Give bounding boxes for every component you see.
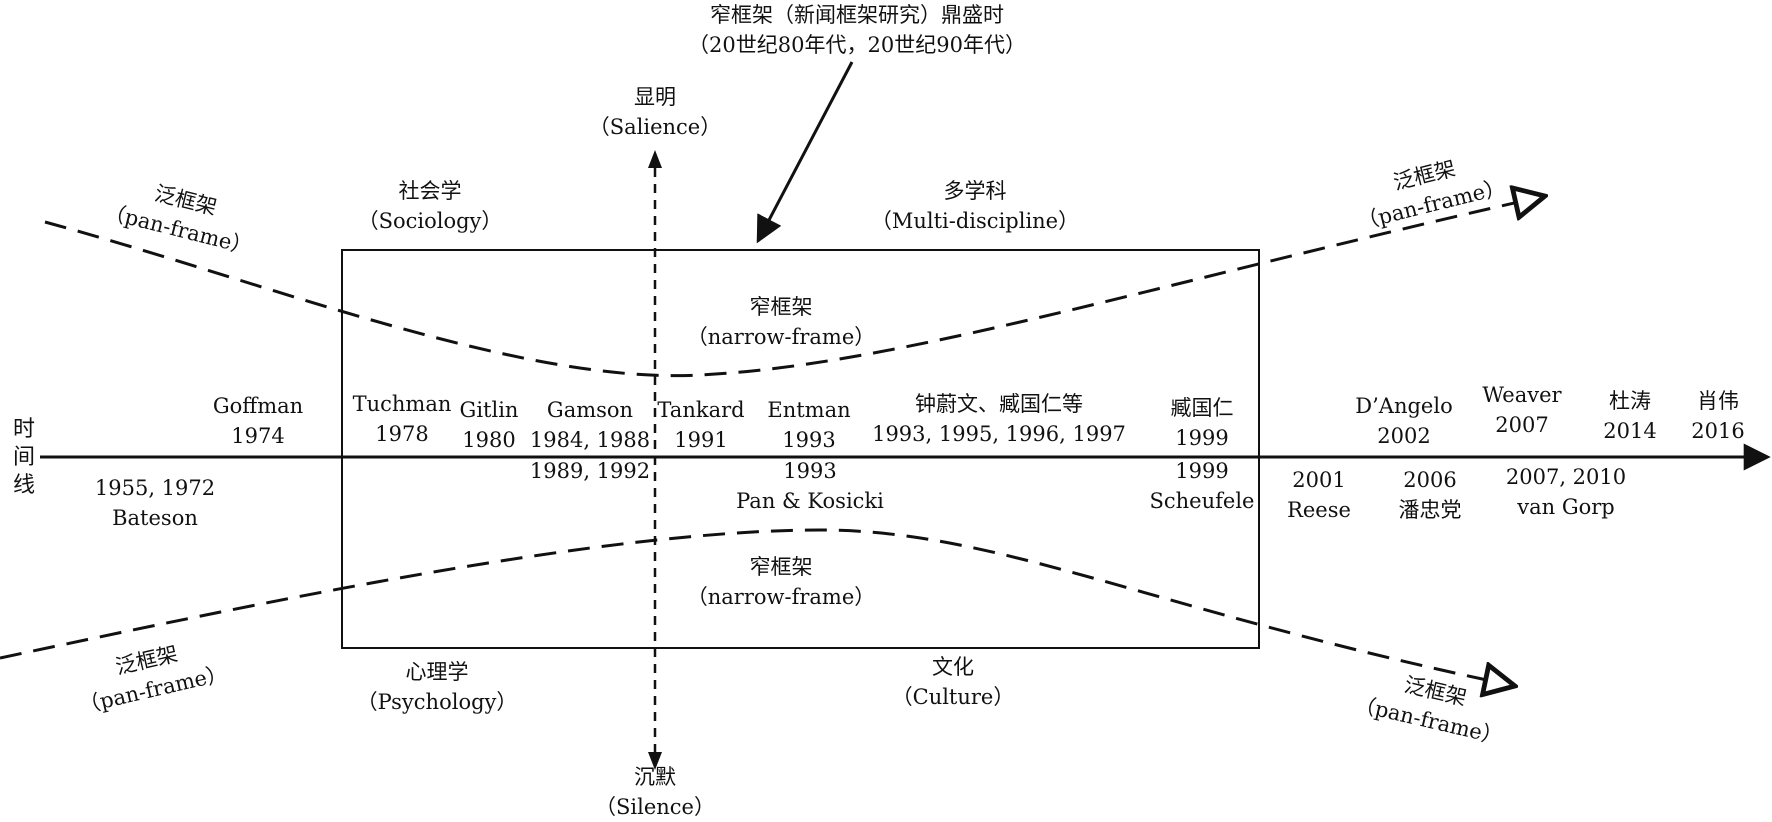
scholar-name: Reese (1287, 498, 1351, 522)
sociology-en: （Sociology） (357, 209, 503, 233)
psychology-zh: 心理学 (405, 660, 469, 684)
sociology-label: 社会学 （Sociology） (358, 176, 503, 236)
salience-en: （Salience） (588, 115, 722, 139)
scholar-name: van Gorp (1517, 495, 1615, 519)
scholar-zang: 臧国仁 1999 (1171, 393, 1234, 453)
narrow-frame-upper-label: 窄框架 （narrow-frame） (687, 292, 876, 352)
header-line2: （20世纪80年代，20世纪90年代） (688, 33, 1026, 57)
scholar-years: 1984, 1988 (529, 428, 651, 452)
scholar-name: 臧国仁 (1170, 396, 1234, 420)
header-annotation: 窄框架（新闻框架研究）鼎盛时 （20世纪80年代，20世纪90年代） (688, 0, 1026, 60)
scholar-dangelo: D’Angelo 2002 (1355, 391, 1452, 451)
scholar-years: 2016 (1691, 419, 1745, 443)
scholar-name: 潘忠党 (1398, 498, 1462, 522)
header-pointer-arrow (756, 61, 854, 244)
scholar-pan-kosicki: 1993 Pan & Kosicki (736, 456, 884, 516)
scholar-tankard: Tankard 1991 (657, 395, 744, 455)
scholar-name: Tankard (657, 398, 745, 422)
narrow-frame-box (341, 249, 1260, 649)
scholar-name: Entman (767, 398, 851, 422)
scholar-years: 2007, 2010 (1505, 465, 1627, 489)
scholar-name: Gamson (546, 398, 634, 422)
scholar-weaver: Weaver 2007 (1482, 380, 1561, 440)
scholar-gamson-later: 1989, 1992 (530, 456, 650, 486)
scholar-pan-zhongdang: 2006 潘忠党 (1399, 465, 1462, 525)
scholar-name: Goffman (212, 394, 304, 418)
scholar-goffman: Goffman 1974 (213, 391, 303, 451)
timeline-char: 间 (12, 445, 36, 470)
scholar-years: 1989, 1992 (529, 459, 651, 483)
multi-zh: 多学科 (943, 179, 1007, 203)
culture-en: （Culture） (891, 685, 1015, 709)
scholar-years: 1978 (375, 422, 429, 446)
scholar-years: 2014 (1603, 419, 1657, 443)
scholar-years: 1974 (231, 424, 285, 448)
scholar-years: 2001 (1292, 468, 1346, 492)
scholar-years: 2002 (1377, 424, 1431, 448)
scholar-van-gorp: 2007, 2010 van Gorp (1506, 462, 1626, 522)
narrow-zh: 窄框架 (749, 555, 813, 579)
narrow-en: （narrow-frame） (686, 325, 876, 349)
scholar-years: 1955, 1972 (94, 476, 216, 500)
scholar-years: 2007 (1495, 413, 1549, 437)
scholar-name: Gitlin (459, 398, 519, 422)
scholar-name: 杜涛 (1608, 389, 1651, 413)
scholar-name: Bateson (112, 506, 198, 530)
scholar-tuchman: Tuchman 1978 (353, 389, 452, 449)
scholar-years: 1999 (1175, 426, 1229, 450)
scholar-gamson: Gamson 1984, 1988 (530, 395, 650, 455)
timeline-char: 时 (12, 417, 36, 442)
narrow-frame-lower-label: 窄框架 （narrow-frame） (687, 552, 876, 612)
header-line1: 窄框架（新闻框架研究）鼎盛时 (709, 3, 1004, 27)
multi-en: （Multi-discipline） (870, 209, 1080, 233)
culture-zh: 文化 (932, 655, 974, 679)
salience-label: 显明 （Salience） (589, 82, 721, 142)
scholar-name: 肖伟 (1696, 389, 1739, 413)
scholar-name: Scheufele (1149, 489, 1255, 513)
scholar-name: D’Angelo (1355, 394, 1453, 418)
silence-en: （Silence） (595, 795, 715, 819)
multi-discipline-label: 多学科 （Multi-discipline） (871, 176, 1079, 236)
scholar-gitlin: Gitlin 1980 (460, 395, 519, 455)
scholar-zhong-zang: 钟蔚文、臧国仁等 1993, 1995, 1996, 1997 (872, 389, 1126, 449)
scholar-xiao-wei: 肖伟 2016 (1691, 386, 1744, 446)
psychology-en: （Psychology） (356, 690, 518, 714)
scholar-years: 1980 (462, 428, 516, 452)
scholar-name: Pan & Kosicki (736, 489, 884, 513)
scholar-name: Tuchman (352, 392, 452, 416)
narrow-zh: 窄框架 (749, 295, 813, 319)
scholar-years: 1993, 1995, 1996, 1997 (872, 422, 1126, 446)
lower-frame-curve (0, 528, 1515, 686)
scholar-reese: 2001 Reese (1287, 465, 1351, 525)
silence-label: 沉默 （Silence） (595, 762, 715, 822)
sociology-zh: 社会学 (398, 179, 462, 203)
scholar-scheufele: 1999 Scheufele (1150, 456, 1255, 516)
scholar-years: 1999 (1175, 459, 1229, 483)
scholar-bateson: 1955, 1972 Bateson (95, 473, 215, 533)
timeline-char: 线 (12, 473, 36, 498)
salience-zh: 显明 (633, 85, 676, 109)
scholar-name: 钟蔚文、臧国仁等 (914, 392, 1083, 416)
scholar-years: 1991 (674, 428, 728, 452)
scholar-du-tao: 杜涛 2014 (1603, 386, 1656, 446)
upper-frame-curve (44, 196, 1545, 378)
scholar-entman: Entman 1993 (767, 395, 850, 455)
psychology-label: 心理学 （Psychology） (357, 657, 518, 717)
narrow-en: （narrow-frame） (686, 585, 876, 609)
salience-arrowhead (648, 150, 662, 168)
scholar-years: 1993 (783, 459, 837, 483)
silence-arrowhead (648, 752, 662, 770)
timeline-label: 时 间 线 (13, 416, 35, 500)
scholar-years: 1993 (782, 428, 836, 452)
culture-label: 文化 （Culture） (892, 652, 1015, 712)
scholar-years: 2006 (1403, 468, 1457, 492)
silence-zh: 沉默 (634, 765, 676, 789)
scholar-name: Weaver (1482, 383, 1562, 407)
